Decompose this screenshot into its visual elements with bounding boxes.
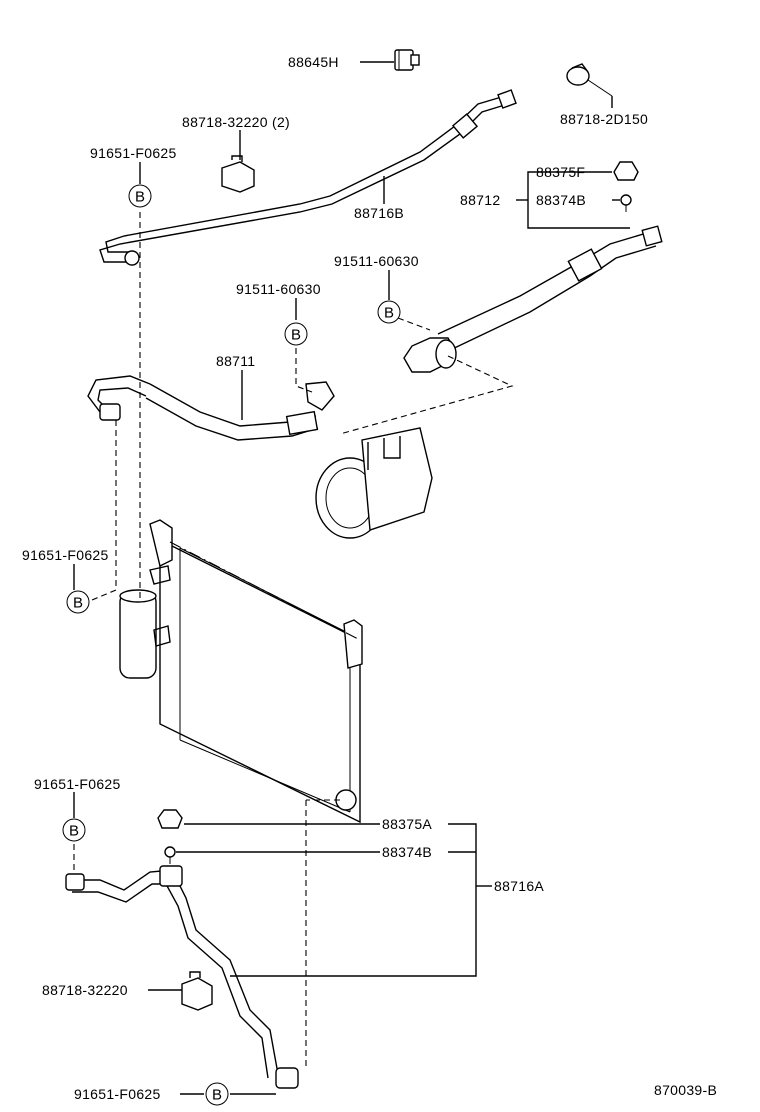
bolt-callout-right: B xyxy=(377,300,401,324)
label-91511-60630-left: 91511-60630 xyxy=(236,281,321,297)
label-88718-2d150: 88718-2D150 xyxy=(560,111,648,127)
label-88374b-low: 88374B xyxy=(382,844,432,860)
label-88374b-top: 88374B xyxy=(536,192,586,208)
bolt-callout-bottom: B xyxy=(205,1082,229,1106)
bolt-callout-left: B xyxy=(284,322,308,346)
label-91651-f0625-mid: 91651-F0625 xyxy=(22,547,109,563)
label-88718-32220: 88718-32220 xyxy=(42,982,128,998)
condenser xyxy=(149,519,363,824)
bolt-callout-low: B xyxy=(62,818,86,842)
clamp-88718-2d150 xyxy=(566,63,613,97)
label-88375a: 88375A xyxy=(382,816,432,832)
label-88711: 88711 xyxy=(216,353,255,369)
bolt-88374b-top xyxy=(620,194,632,212)
bolt-callout-mid: B xyxy=(66,590,90,614)
label-88712: 88712 xyxy=(460,192,500,208)
bolt-callout-top: B xyxy=(128,184,152,208)
label-91651-f0625-low: 91651-F0625 xyxy=(34,776,121,792)
label-88716b: 88716B xyxy=(354,205,404,221)
svg-text:B: B xyxy=(69,823,79,840)
diagram-id: 870039-B xyxy=(654,1082,717,1098)
label-91651-f0625-top: 91651-F0625 xyxy=(90,145,177,161)
label-88716a: 88716A xyxy=(494,878,544,894)
clamp-88718-32220-bottom xyxy=(181,971,213,1011)
ac-compressor xyxy=(315,427,433,539)
label-91511-60630-right: 91511-60630 xyxy=(334,253,419,269)
svg-text:B: B xyxy=(384,305,394,322)
leader-lines xyxy=(73,61,630,1095)
hose-88711 xyxy=(87,375,335,441)
svg-text:B: B xyxy=(212,1087,222,1104)
svg-text:B: B xyxy=(291,327,301,344)
svg-text:B: B xyxy=(73,595,83,612)
tube-88716b xyxy=(99,89,517,266)
svg-text:B: B xyxy=(135,189,145,206)
grommet-88375f xyxy=(613,161,639,181)
label-91651-f0625-bottom: 91651-F0625 xyxy=(74,1086,161,1102)
bolt-88374b-bottom xyxy=(164,846,176,864)
receiver-drier xyxy=(119,565,171,679)
tube-88716a xyxy=(65,865,299,1089)
clamp-88718-32220-top xyxy=(221,155,255,193)
grommet-88375a xyxy=(157,809,183,829)
label-88718-32220-2: 88718-32220 (2) xyxy=(182,114,290,130)
label-88645h: 88645H xyxy=(288,54,339,70)
label-88375f: 88375F xyxy=(536,164,585,180)
pressure-switch-88645h xyxy=(394,49,420,71)
hose-88712 xyxy=(403,225,663,373)
